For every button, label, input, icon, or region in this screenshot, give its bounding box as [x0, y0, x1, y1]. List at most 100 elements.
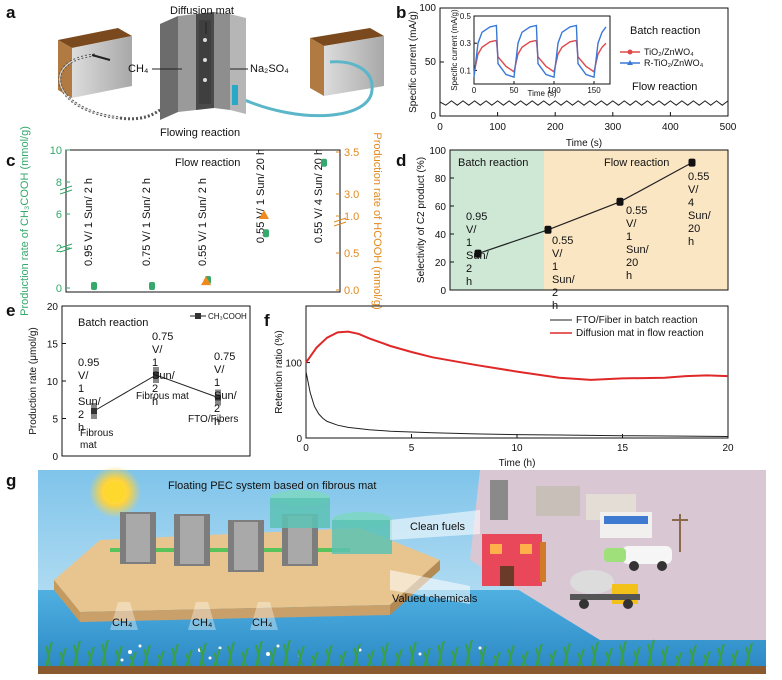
inset-series-r-tio2-znwo4: [473, 24, 607, 79]
valued-chemicals-label: Valued chemicals: [392, 593, 478, 605]
seaweed-blade: [521, 650, 529, 667]
xtick-label: 200: [547, 122, 564, 133]
panel-e-ylabel: Production rate (μmol/g): [28, 327, 39, 434]
seaweed-blade: [115, 645, 123, 667]
seaweed-blade: [255, 640, 263, 667]
panel-e-label: e: [6, 301, 15, 320]
seaweed-blade: [87, 646, 95, 667]
diffusion-mat-label: Diffusion mat: [170, 5, 234, 17]
seaweed-blade: [409, 641, 417, 667]
ch3cooh-point: [91, 282, 97, 290]
right-tick-label: 1.0: [344, 211, 359, 223]
flow-region-label: Flow reaction: [604, 157, 669, 169]
panel-b-legend: TiO₂/ZnWO₄ R-TiO₂/ZnWO₄: [620, 47, 704, 68]
left-tick-label: 10: [50, 145, 62, 157]
ytick-label: 0: [296, 434, 302, 445]
rate-point: [153, 372, 159, 378]
panel-c-title: Flow reaction: [175, 157, 240, 169]
ytick-label: 20: [47, 302, 59, 313]
hcooh-point: [201, 276, 211, 286]
panel-c-label: c: [6, 151, 15, 170]
selectivity-point: [474, 249, 482, 258]
seaweed-blade: [325, 644, 333, 667]
seaweed-blade: [577, 648, 585, 667]
inset-xtick-label: 50: [510, 86, 519, 95]
seaweed-blade: [185, 649, 193, 667]
right-tick-label: 3.5: [344, 147, 359, 159]
panel-e-legend: CH₃COOH: [190, 312, 247, 321]
car: [622, 546, 672, 571]
panel-b-ylabel: Specific current (mA/g): [408, 11, 419, 113]
flowing-reaction-label: Flowing reaction: [160, 127, 240, 139]
panel-d-label: d: [396, 151, 406, 170]
seaweed-blade: [297, 645, 305, 667]
panel-a: a Diffusion mat CH₄: [6, 3, 384, 139]
seabed: [38, 666, 766, 674]
inset-ytick-label: 0.3: [460, 39, 472, 48]
right-tick-label: 0.0: [344, 285, 359, 297]
seaweed-blade: [619, 640, 627, 667]
seaweed-blade: [199, 642, 207, 667]
rate-point: [215, 394, 221, 401]
seaweed-blade: [437, 640, 445, 667]
panel-f-legend: FTO/Fiber in batch reaction Diffusion ma…: [550, 315, 704, 339]
ytick-label: 100: [285, 359, 302, 370]
panel-d-axes: [449, 149, 729, 291]
valued-chemicals-arrow: [390, 570, 470, 604]
seaweed-blade: [703, 650, 711, 667]
seaweed-blade: [465, 639, 473, 667]
ytick-label: 0: [440, 286, 446, 297]
methane-bubbles: [110, 602, 482, 662]
xtick-label: 20: [722, 443, 734, 454]
panel-f-ylabel: Retention ratio (%): [274, 330, 285, 413]
category-label: 0.55 V/ 1 Sun/ 2 h: [197, 178, 209, 266]
seaweed-blade: [451, 646, 459, 667]
xtick-label: 400: [662, 122, 679, 133]
seaweed-blade: [101, 639, 109, 667]
rate-point-sublabel: Fibrous mat: [136, 391, 189, 402]
ch3cooh-point: [321, 158, 327, 167]
panel-e-legend-text: CH₃COOH: [208, 312, 247, 321]
xtick-label: 500: [720, 122, 737, 133]
right-tick-label: 3.0: [344, 189, 359, 201]
inset-xtick-label: 150: [587, 86, 601, 95]
ytick-label: 40: [435, 230, 447, 241]
seaweed-blade: [423, 647, 431, 667]
tanker-truck: [570, 570, 640, 609]
seaweed-blade: [745, 642, 753, 667]
panel-f-label: f: [264, 311, 270, 330]
seaweed-blade: [717, 643, 725, 667]
ytick-label: 20: [435, 258, 447, 269]
batch-reaction-annotation: Batch reaction: [630, 25, 700, 37]
selectivity-point: [688, 158, 696, 167]
panel-f-xlabel: Time (h): [499, 458, 536, 469]
category-label: 0.55 V/ 1 Sun/ 20 h: [255, 149, 267, 243]
rate-point: [91, 408, 97, 414]
panel-c-right-ylabel: Production rate of HCOOH (mmol/g): [371, 132, 383, 309]
seaweed-blade: [395, 648, 403, 667]
panel-b-inset-axes: [473, 15, 611, 85]
xtick-label: 100: [489, 122, 506, 133]
seaweed-blade: [143, 644, 151, 667]
panel-e-title: Batch reaction: [78, 317, 148, 329]
panel-d: d Batch reaction Flow reaction 020406080…: [396, 146, 729, 312]
panel-d-ylabel: Selectivity of C2 product (%): [416, 157, 427, 283]
seaweed-blade: [213, 648, 221, 667]
xtick-label: 300: [604, 122, 621, 133]
ytick-label: 80: [435, 174, 447, 185]
right-axis-break: [333, 217, 347, 227]
panel-c-right-ticks: 0.00.51.03.03.5: [336, 147, 359, 297]
batch-region: [450, 150, 544, 290]
seaweed-blade: [59, 647, 67, 667]
